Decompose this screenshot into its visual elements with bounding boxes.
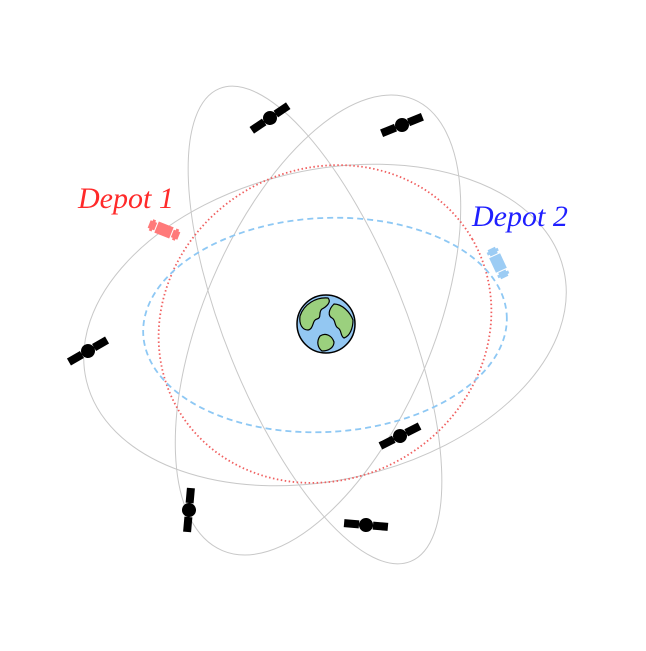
depot-2-label: Depot 2 [471,200,568,233]
depot-1-label: Depot 1 [77,182,174,215]
satellite-icon [376,418,424,454]
satellite-icon [246,98,294,138]
satellite-icon [342,515,390,535]
orbit-gray-wide [83,163,567,487]
earth-icon [296,294,356,354]
depot-1-orbit [157,164,493,484]
depot-2-orbit [142,216,508,434]
satellite-icon [179,486,199,534]
satellite-icon [64,332,112,370]
depot-2-satellite-icon [484,244,512,282]
orbit-gray-tilted-left [187,85,443,565]
orbit-gray-tilted-right [174,94,462,556]
satellite-icon [377,109,427,141]
